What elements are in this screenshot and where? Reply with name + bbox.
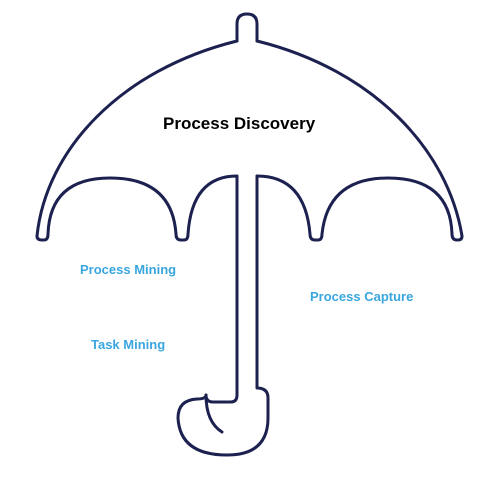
label-process-capture: Process Capture — [310, 289, 414, 304]
umbrella-tip — [235, 12, 259, 43]
diagram-title: Process Discovery — [163, 114, 316, 133]
umbrella-handle — [176, 174, 270, 457]
umbrella-canopy-scallops — [35, 174, 464, 434]
label-process-mining: Process Mining — [80, 262, 177, 277]
label-task-mining: Task Mining — [91, 337, 166, 352]
umbrella-canopy-dome — [35, 39, 464, 238]
